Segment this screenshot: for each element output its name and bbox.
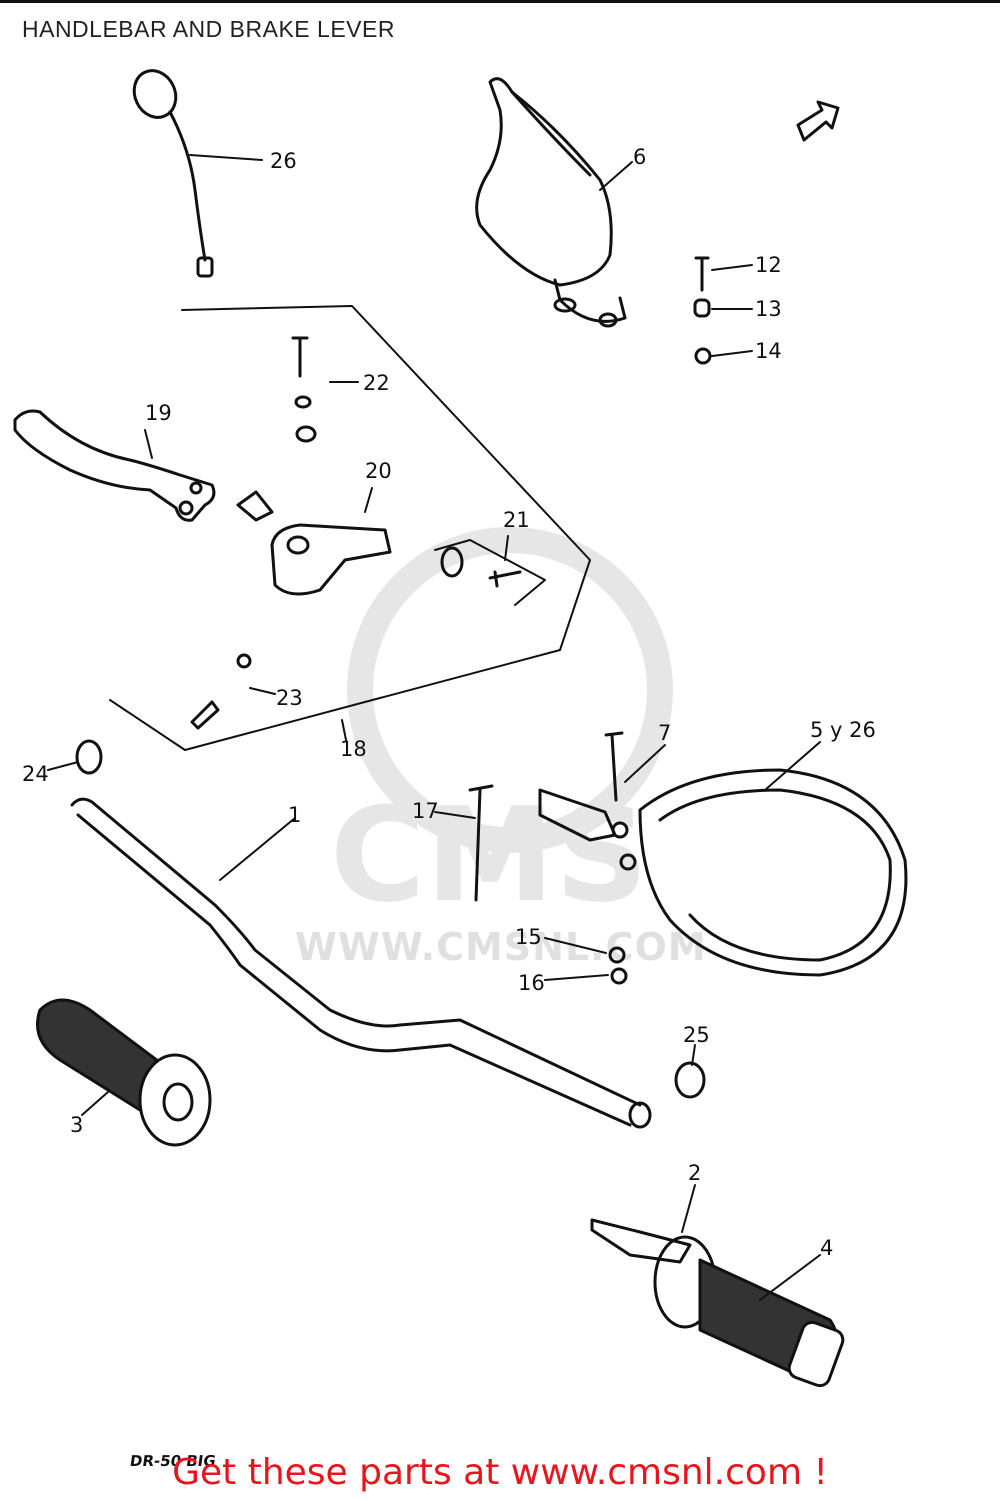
callout-12: 12 (755, 253, 782, 277)
callout-18: 18 (340, 737, 367, 761)
callout-17: 17 (412, 799, 439, 823)
guard-bracket-part (538, 768, 908, 977)
throttle-assembly-part (590, 1218, 845, 1388)
callout-21: 21 (503, 508, 530, 532)
callout-2: 2 (688, 1161, 701, 1185)
callout-20: 20 (365, 459, 392, 483)
left-grip-part (36, 998, 212, 1147)
callout-labels: 26 6 12 13 14 22 19 20 21 23 18 24 1 17 … (22, 145, 876, 1260)
callout-5y26: 5 y 26 (810, 718, 876, 742)
callout-24: 24 (22, 762, 49, 786)
brake-lever-part (13, 409, 216, 522)
end-cap-24 (75, 739, 103, 775)
callout-26: 26 (270, 149, 297, 173)
bolt-12 (694, 256, 710, 292)
callout-19: 19 (145, 401, 172, 425)
callout-22: 22 (363, 371, 390, 395)
bolt-set-21 (434, 539, 546, 606)
screw-7 (604, 731, 624, 802)
watermark-url: WWW.CMSNL.COM (295, 925, 707, 969)
direction-arrow-icon (796, 100, 840, 142)
assembly-outline-18 (109, 305, 591, 751)
washer-15 (608, 946, 626, 964)
nut-14 (694, 347, 712, 365)
callout-4: 4 (820, 1236, 833, 1260)
washer-13 (693, 298, 711, 318)
callout-1: 1 (288, 803, 301, 827)
hand-guard-part (475, 77, 627, 328)
watermark: CMS WWW.CMSNL.COM (295, 527, 707, 969)
cable-guide-17 (468, 784, 494, 902)
callout-23: 23 (276, 686, 303, 710)
callout-25: 25 (683, 1023, 710, 1047)
callout-13: 13 (755, 297, 782, 321)
callout-14: 14 (755, 339, 782, 363)
watermark-logo: CMS (330, 779, 648, 931)
callout-15: 15 (515, 925, 542, 949)
callout-6: 6 (633, 145, 646, 169)
nut-16 (610, 967, 628, 985)
leader-lines (47, 154, 821, 1301)
mirror-part (132, 69, 214, 278)
watermark-ring (347, 527, 673, 853)
callout-16: 16 (518, 971, 545, 995)
lever-perch-part (236, 490, 392, 596)
callout-3: 3 (70, 1113, 83, 1137)
top-rule (0, 0, 1000, 3)
callout-7: 7 (658, 721, 671, 745)
handlebar-part (70, 797, 652, 1129)
screw-set-23 (190, 653, 252, 730)
screw-set-22 (291, 336, 317, 443)
collar-25 (674, 1061, 706, 1099)
promo-link[interactable]: Get these parts at www.cmsnl.com ! (172, 1452, 828, 1493)
page-title: HANDLEBAR AND BRAKE LEVER (22, 16, 395, 42)
